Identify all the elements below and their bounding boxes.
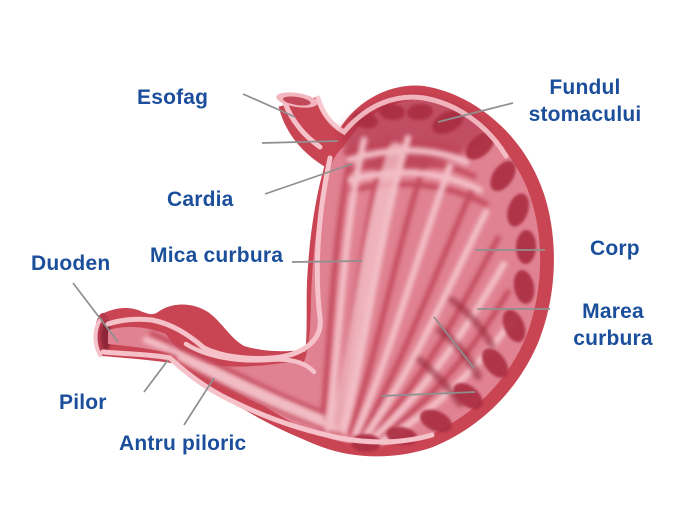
esophagus-opening <box>276 92 318 108</box>
rugae-ridges <box>142 134 518 446</box>
pointer-line-cardia <box>261 140 339 144</box>
pointer-line-esofag <box>242 93 296 118</box>
label-antru-piloric: Antru piloric <box>119 432 247 455</box>
label-duoden: Duoden <box>31 252 111 275</box>
pointer-lines <box>72 93 550 426</box>
label-marea-curbura: Marea curbura <box>573 300 653 350</box>
label-fundul-stomacului: Fundul stomacului <box>528 76 642 126</box>
pointer-line-fundul <box>437 102 514 123</box>
label-corp: Corp <box>590 237 640 260</box>
pointer-line-mica-curbura <box>291 260 363 263</box>
pointer-line-marea-curbura <box>433 316 475 369</box>
esophagus-tube <box>278 96 348 169</box>
pointer-line-antru-piloric <box>183 377 215 426</box>
label-pilor: Pilor <box>59 391 107 414</box>
pointer-line-pilor <box>143 359 169 393</box>
pointer-line-antru-piloric <box>380 391 476 397</box>
pointer-line-cardia <box>264 163 353 195</box>
stomach-body-art <box>93 85 554 457</box>
fold-shadows <box>416 296 496 408</box>
pointer-line-duoden <box>72 282 119 343</box>
label-esofag: Esofag <box>137 86 209 109</box>
label-mica-curbura: Mica curbura <box>150 244 284 267</box>
mucosa-stripes <box>93 94 509 445</box>
label-cardia: Cardia <box>167 188 234 211</box>
